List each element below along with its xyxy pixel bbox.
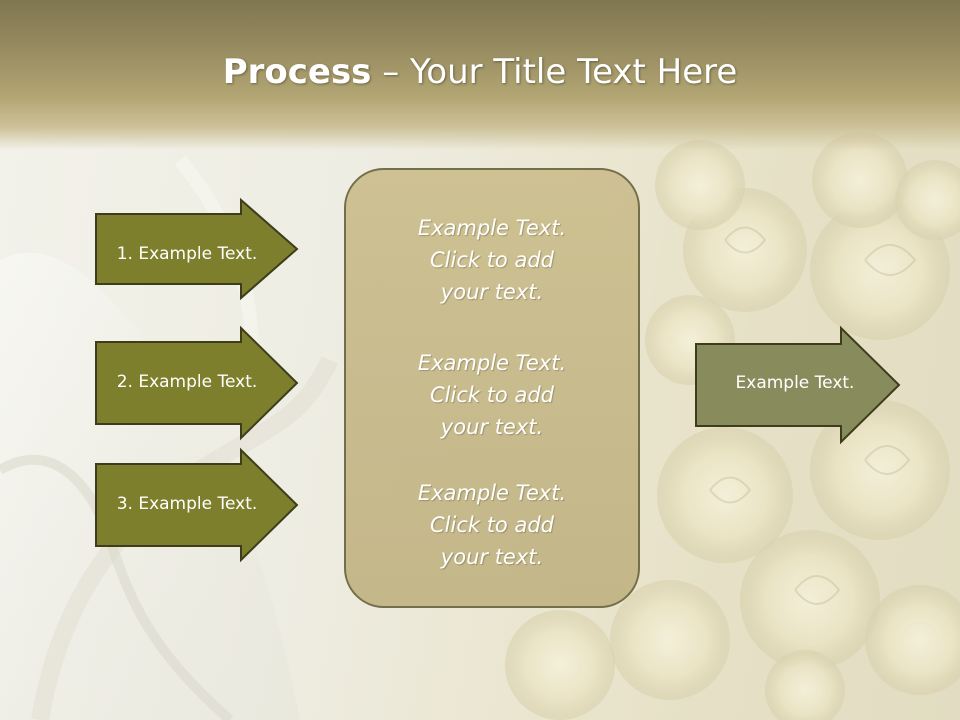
center-block-1-line-2: Click to add — [429, 248, 554, 272]
left-arrow-1[interactable] — [95, 197, 299, 301]
center-block-3-line-1: Example Text. — [417, 481, 567, 505]
right-arrow[interactable] — [695, 325, 901, 445]
center-text-box[interactable] — [344, 168, 640, 608]
center-block-2-line-2: Click to add — [429, 383, 554, 407]
right-arrow-label: Example Text. — [735, 373, 855, 393]
center-block-2-line-1: Example Text. — [417, 351, 567, 375]
center-block-2-line-3: your text. — [440, 415, 544, 439]
center-block-1: Example Text. Click to add your text. — [344, 212, 640, 308]
center-block-3-line-2: Click to add — [429, 513, 554, 537]
left-arrow-2-label: 2. Example Text. — [116, 372, 258, 392]
left-arrow-1-label: 1. Example Text. — [116, 244, 258, 264]
center-block-1-line-1: Example Text. — [417, 216, 567, 240]
title-bold-part: Process — [222, 52, 372, 92]
left-arrow-2[interactable] — [95, 325, 299, 441]
center-block-3-line-3: your text. — [440, 545, 544, 569]
left-arrow-3-label: 3. Example Text. — [116, 494, 258, 514]
center-block-2: Example Text. Click to add your text. — [344, 347, 640, 443]
left-arrow-3[interactable] — [95, 447, 299, 563]
title-rest-part: – Your Title Text Here — [371, 52, 738, 92]
center-block-3: Example Text. Click to add your text. — [344, 477, 640, 573]
slide-title[interactable]: Process – Your Title Text Here — [0, 52, 960, 92]
title-band — [0, 0, 960, 150]
center-block-1-line-3: your text. — [440, 280, 544, 304]
